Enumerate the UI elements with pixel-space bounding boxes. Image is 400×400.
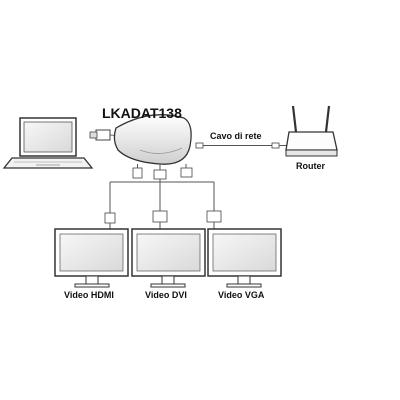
monitor-dvi	[131, 228, 206, 288]
vga-connector	[206, 210, 222, 223]
vga-plug-top	[180, 167, 193, 178]
router-icon	[285, 105, 338, 157]
hdmi-connector	[104, 212, 116, 224]
adapter-icon	[89, 114, 192, 165]
video-cables	[109, 164, 215, 214]
router-label: Router	[296, 161, 325, 171]
network-cable-label: Cavo di rete	[210, 131, 262, 141]
network-cable	[195, 142, 290, 149]
dvi-plug-top	[153, 169, 167, 180]
device-model-label: LKADAT138	[102, 105, 182, 121]
hdmi-plug-top	[132, 167, 143, 179]
label-hdmi: Video HDMI	[64, 290, 114, 300]
monitor-hdmi	[54, 228, 129, 288]
dvi-connector	[152, 210, 168, 223]
laptop-icon	[2, 117, 94, 169]
monitor-vga	[207, 228, 282, 288]
label-dvi: Video DVI	[145, 290, 187, 300]
label-vga: Video VGA	[218, 290, 265, 300]
